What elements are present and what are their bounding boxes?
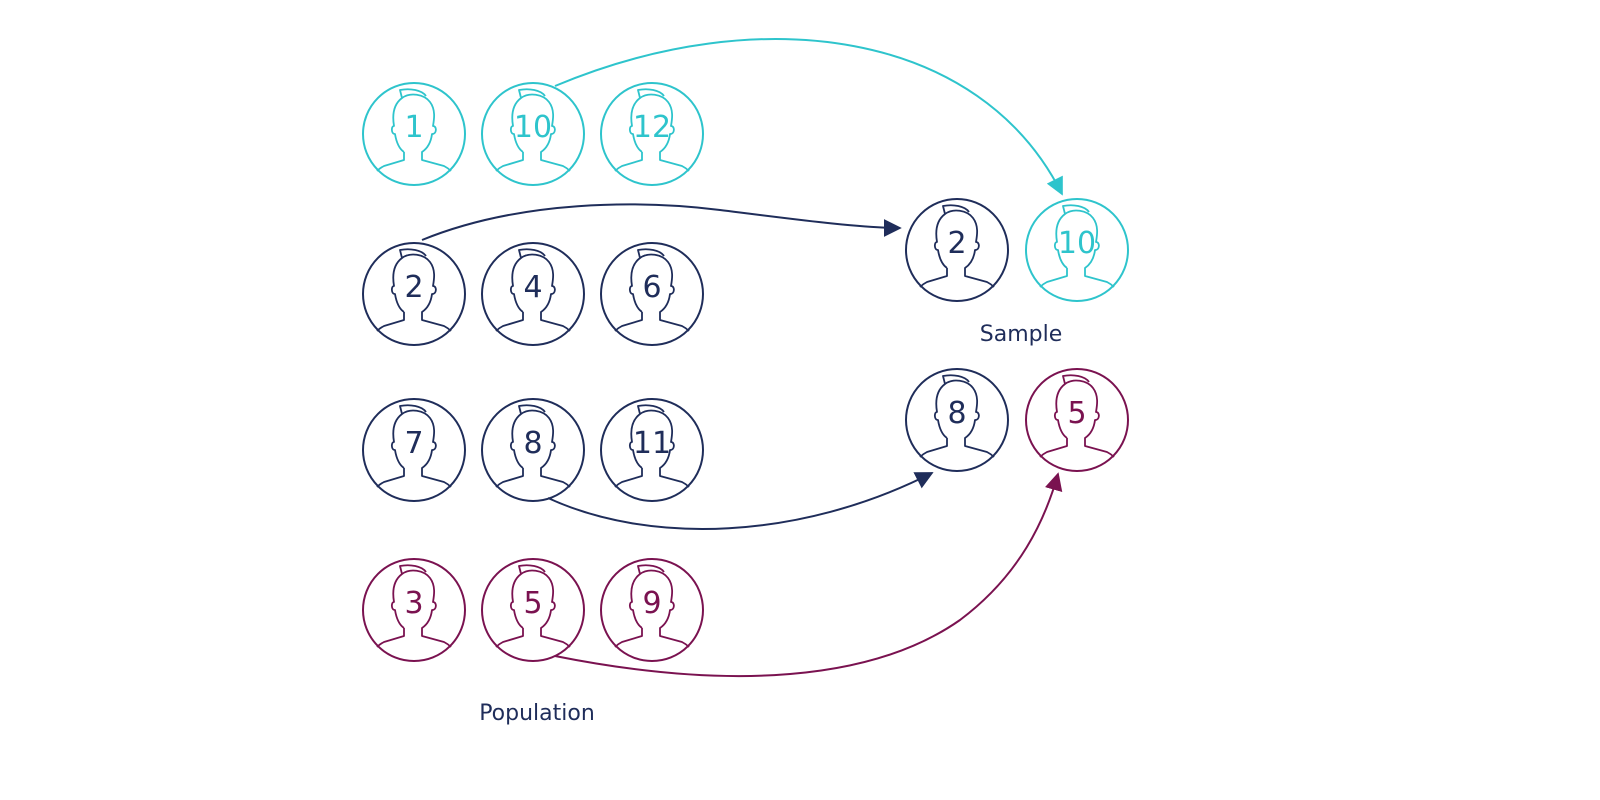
person-number: 10 bbox=[1058, 226, 1096, 261]
population-member: 11 bbox=[600, 398, 704, 502]
person-number: 5 bbox=[523, 586, 542, 621]
person-number: 3 bbox=[404, 586, 423, 621]
arrow-5-to-sample bbox=[554, 472, 1063, 678]
avatar-circle bbox=[481, 82, 585, 186]
person-silhouette-icon bbox=[614, 88, 690, 172]
avatar-circle bbox=[362, 242, 466, 346]
person-silhouette-icon bbox=[1039, 204, 1115, 288]
person-number: 1 bbox=[404, 110, 423, 145]
avatar-circle bbox=[1025, 368, 1129, 472]
person-silhouette-icon bbox=[495, 248, 571, 332]
person-silhouette-icon bbox=[376, 564, 452, 648]
avatar-circle bbox=[905, 198, 1009, 302]
person-number: 4 bbox=[523, 270, 542, 305]
avatar-circle bbox=[481, 398, 585, 502]
person-silhouette-icon bbox=[614, 564, 690, 648]
person-silhouette-icon bbox=[614, 404, 690, 488]
arrow-2-to-sample bbox=[421, 203, 902, 241]
person-number: 2 bbox=[947, 226, 966, 261]
person-silhouette-icon bbox=[495, 88, 571, 172]
person-silhouette-icon bbox=[495, 404, 571, 488]
population-label: Population bbox=[479, 701, 595, 726]
avatar-circle bbox=[905, 368, 1009, 472]
person-number: 9 bbox=[642, 586, 661, 621]
sample-label: Sample bbox=[980, 322, 1063, 347]
person-silhouette-icon bbox=[1039, 374, 1115, 458]
person-silhouette-icon bbox=[376, 404, 452, 488]
person-silhouette-icon bbox=[376, 88, 452, 172]
sample-member: 5 bbox=[1025, 368, 1129, 472]
population-member: 8 bbox=[481, 398, 585, 502]
population-member: 9 bbox=[600, 558, 704, 662]
population-member: 3 bbox=[362, 558, 466, 662]
person-silhouette-icon bbox=[376, 248, 452, 332]
avatar-circle bbox=[1025, 198, 1129, 302]
person-number: 12 bbox=[633, 110, 671, 145]
population-member: 2 bbox=[362, 242, 466, 346]
population-member: 7 bbox=[362, 398, 466, 502]
avatar-circle bbox=[362, 558, 466, 662]
sample-member: 8 bbox=[905, 368, 1009, 472]
avatar-circle bbox=[600, 82, 704, 186]
person-number: 10 bbox=[514, 110, 552, 145]
sample-member: 2 bbox=[905, 198, 1009, 302]
avatar-circle bbox=[362, 398, 466, 502]
arrow-8-to-sample bbox=[547, 472, 934, 530]
avatar-circle bbox=[600, 558, 704, 662]
person-number: 7 bbox=[404, 426, 423, 461]
person-silhouette-icon bbox=[919, 374, 995, 458]
sample-member: 10 bbox=[1025, 198, 1129, 302]
avatar-circle bbox=[481, 558, 585, 662]
avatar-circle bbox=[362, 82, 466, 186]
person-number: 2 bbox=[404, 270, 423, 305]
person-number: 6 bbox=[642, 270, 661, 305]
population-member: 10 bbox=[481, 82, 585, 186]
person-number: 8 bbox=[523, 426, 542, 461]
person-silhouette-icon bbox=[919, 204, 995, 288]
person-number: 5 bbox=[1067, 396, 1086, 431]
arrow-10-to-sample bbox=[554, 38, 1063, 196]
population-member: 5 bbox=[481, 558, 585, 662]
avatar-circle bbox=[600, 398, 704, 502]
population-member: 4 bbox=[481, 242, 585, 346]
person-silhouette-icon bbox=[614, 248, 690, 332]
selection-arrows bbox=[421, 38, 1063, 678]
population-member: 6 bbox=[600, 242, 704, 346]
person-silhouette-icon bbox=[495, 564, 571, 648]
population-member: 12 bbox=[600, 82, 704, 186]
avatar-circle bbox=[600, 242, 704, 346]
person-number: 11 bbox=[633, 426, 671, 461]
person-number: 8 bbox=[947, 396, 966, 431]
avatar-circle bbox=[481, 242, 585, 346]
population-member: 1 bbox=[362, 82, 466, 186]
